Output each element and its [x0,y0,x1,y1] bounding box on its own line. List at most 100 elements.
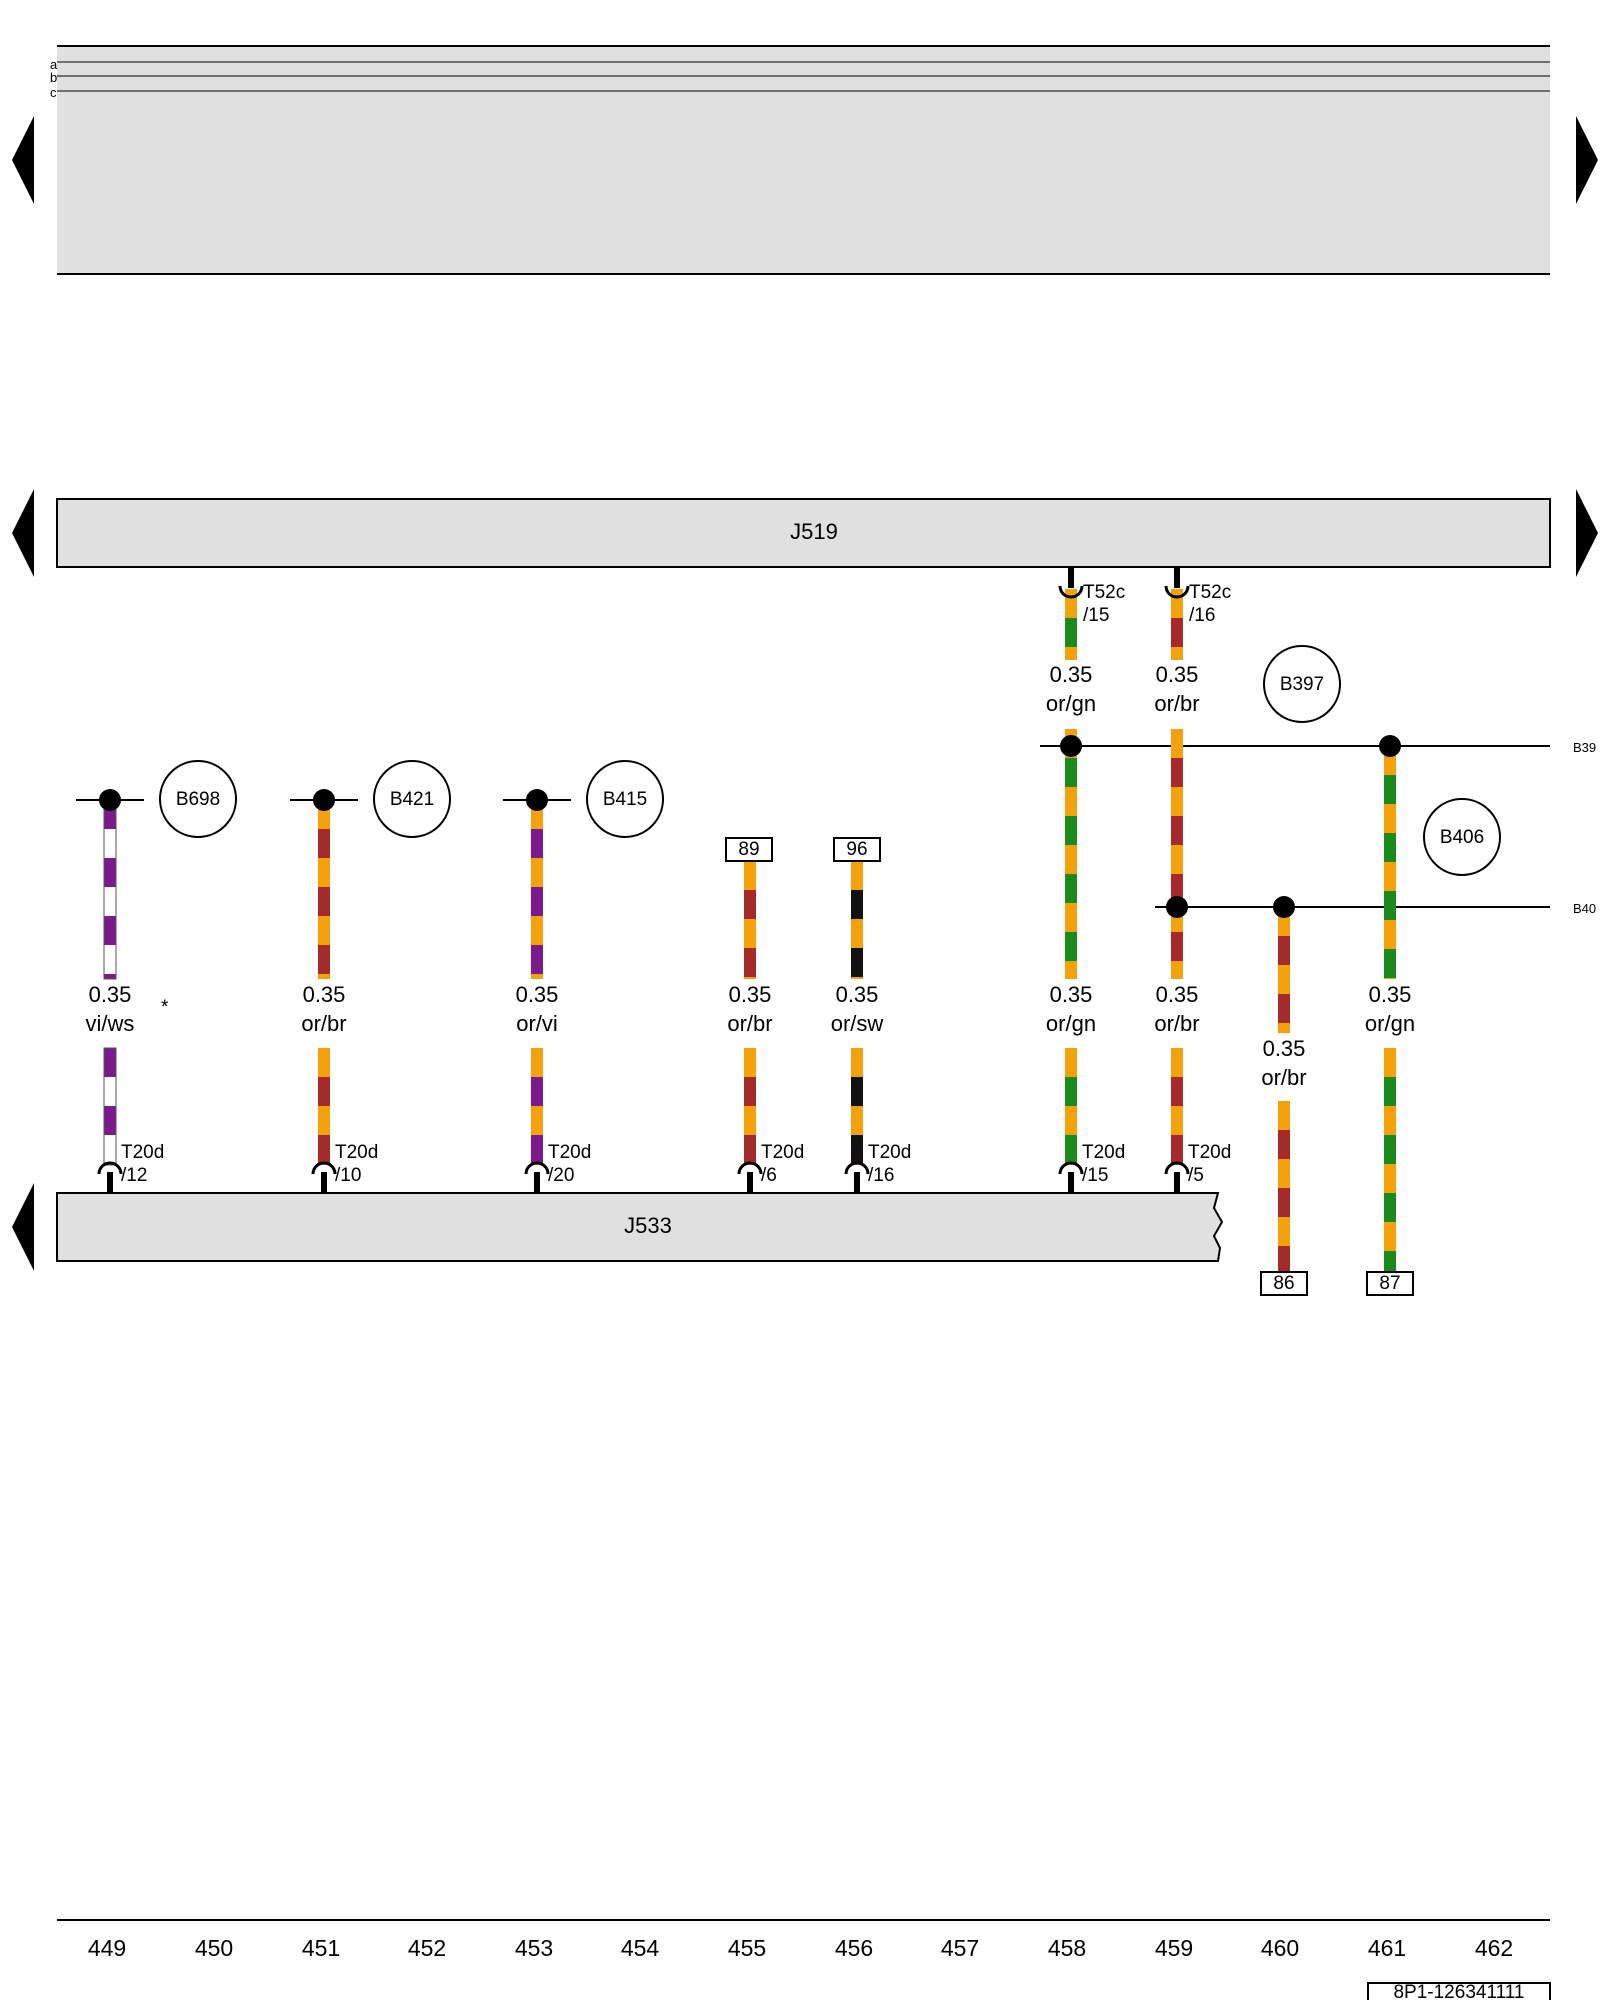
prev-page-arrow-icon[interactable] [12,116,34,204]
junction-dot [1166,896,1188,918]
wire-stripe [318,1077,330,1106]
reference-box-96[interactable]: 96 [833,837,881,862]
wire-stripe [851,861,863,890]
wire-outline [103,1047,117,1166]
wire-stripe [1171,932,1183,961]
wire-segment [744,1048,756,1165]
pin-stem [1174,566,1180,588]
pin-connectors [97,566,1190,1194]
wire-segment [318,800,330,979]
connection-point-b698[interactable]: B698 [159,760,237,838]
connection-point-b406[interactable]: B406 [1423,798,1501,876]
wire-segment [1278,907,1290,1033]
pin-label: T20d [548,1142,591,1163]
wire-stripe [851,1077,863,1106]
wire-stripe [1278,994,1290,1023]
connection-label: B415 [603,789,647,810]
wire-color-label: or/vi [516,1011,558,1036]
wire-stripe [318,1106,330,1135]
pin-connector-icon [311,1161,337,1194]
prev-arrow-j533-icon[interactable] [12,1183,34,1271]
column-number: 458 [1048,1935,1086,1961]
wire-size-label: 0.35 [1156,662,1199,687]
wire-segment [531,800,543,979]
connection-circle [159,760,237,838]
next-arrow-j519-icon[interactable] [1576,489,1598,577]
reference-box-87[interactable]: 87 [1366,1271,1414,1296]
wire-stripe [744,890,756,919]
connection-label: B698 [176,789,220,810]
next-page-arrow-icon[interactable] [1576,116,1598,204]
document-id-label: 8P1-126341111 [1393,1982,1524,2000]
wire-size-label: 0.35 [516,982,559,1007]
wire-segment [1278,1101,1290,1272]
wire-segment [103,799,117,980]
wire-stripe [318,1135,330,1164]
wire-stripe [104,887,116,916]
wire-size-label: 0.35 [1369,982,1412,1007]
wires-layer [103,589,1396,1272]
connection-points: B698 B421 B415 B397 B406 [159,645,1501,876]
wire-color-label: or/br [1154,1011,1199,1036]
pin-stem [534,1172,540,1194]
column-number: 461 [1368,1935,1406,1961]
pin-label: T52c [1083,582,1125,603]
column-number: 456 [835,1935,873,1961]
wire-size-label: 0.35 [1156,982,1199,1007]
wire-size-label: 0.35 [303,982,346,1007]
reference-box-86[interactable]: 86 [1260,1271,1308,1296]
wire-stripe [1171,816,1183,845]
wire-segment [1065,1048,1077,1165]
wire-stripe [1171,1077,1183,1106]
wire-segment [103,1047,117,1166]
wire-color-label: or/br [1261,1065,1306,1090]
pin-arc [1058,585,1084,599]
wire-stripe [531,887,543,916]
wire-stripe [318,829,330,858]
wire-stripe [744,861,756,890]
wire-labels: 0.35 vi/ws * T20d /12 0.35 or/br T20d /1… [86,582,1416,1186]
component-j533: J533 [56,1192,1224,1262]
wire-stripe [1278,936,1290,965]
reference-boxes: 89 96 86 87 [725,837,1414,1296]
wire-stripe [1065,816,1077,845]
wire-size-label: 0.35 [89,982,132,1007]
wire-stripe [1065,647,1077,660]
wire-color-label: or/gn [1046,691,1096,716]
wire-stripe [531,945,543,974]
header-box-fill [57,46,1550,274]
connection-point-b415[interactable]: B415 [586,760,664,838]
column-number: 451 [302,1935,340,1961]
pin-arc [844,1161,870,1175]
wire-stripe [744,977,756,979]
column-number: 462 [1475,1935,1513,1961]
pin-connector-icon [97,1161,123,1194]
pin-label: T52c [1189,582,1231,603]
prev-arrow-j519-icon[interactable] [12,489,34,577]
reference-box-89[interactable]: 89 [725,837,773,862]
wire-stripe [744,948,756,977]
connection-point-b397[interactable]: B397 [1263,645,1341,723]
column-number: 454 [621,1935,660,1961]
pin-label: T20d [868,1142,911,1163]
junction-dot [313,789,335,811]
wire-stripe [104,829,116,858]
connection-point-b421[interactable]: B421 [373,760,451,838]
wire-segment [531,1048,543,1165]
column-number: 450 [195,1935,233,1961]
wire-stripe [1384,1077,1396,1106]
connection-label: B421 [390,789,434,810]
wire-size-label: 0.35 [729,982,772,1007]
column-number: 449 [88,1935,126,1961]
wire-stripe [744,1048,756,1077]
reference-box-frame [833,837,881,862]
wire-stripe [1384,1251,1396,1272]
pin-arc [97,1161,123,1175]
wire-color-label: or/br [727,1011,772,1036]
wire-segment [1384,746,1396,979]
pin-stem [1068,566,1074,588]
wire-stripe [318,916,330,945]
reference-box-frame [1366,1271,1414,1296]
wire-stripe [1065,903,1077,932]
